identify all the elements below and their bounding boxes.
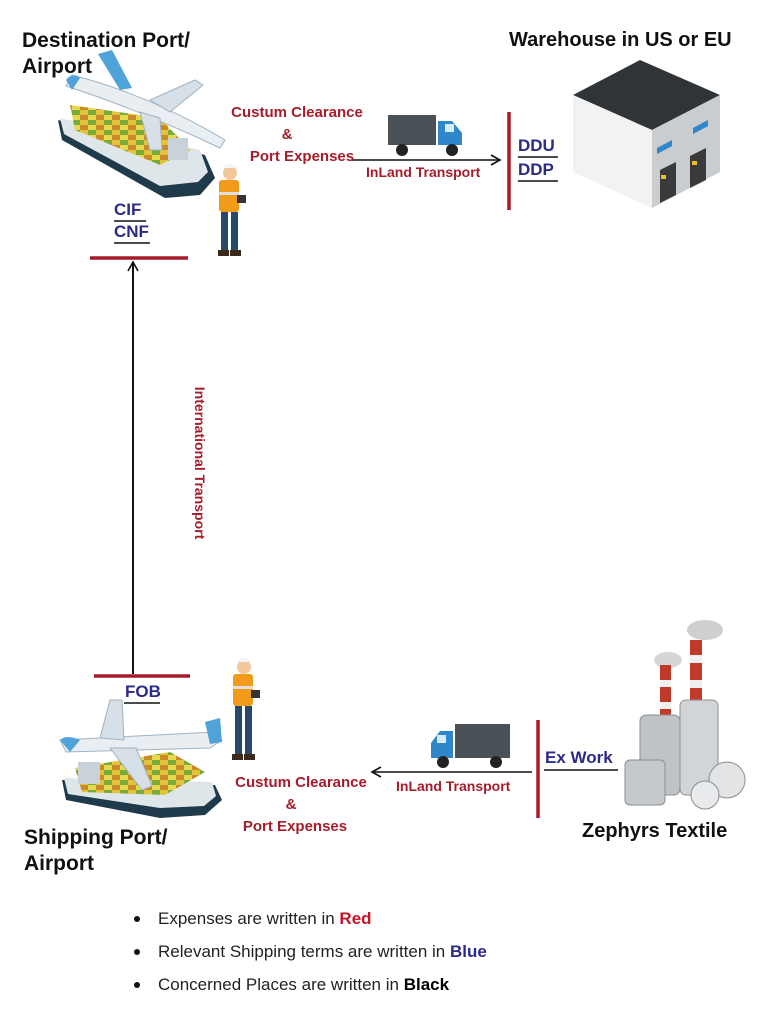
cnf-term: CNF [114,222,149,241]
truck-icon [431,724,510,768]
airplane-icon [59,699,223,791]
warehouse-label: Warehouse in US or EU [509,29,732,51]
legend-item-expenses: Expenses are written in Red [132,902,487,935]
factory-icon [624,620,746,810]
legend-item-terms: Relevant Shipping terms are written in B… [132,935,487,968]
ddu-term: DDU [518,136,555,155]
bottom-expenses-label: Custum Clearance & Port Expenses [235,774,367,835]
cif-term: CIF [114,200,142,219]
destination-port-label: Destination Port/ Airport [22,29,191,78]
shipping-port-label: Shipping Port/ Airport [24,826,168,875]
factory-label: Zephyrs Textile [582,820,728,842]
inland-transport-bottom-label: InLand Transport [396,778,511,794]
fob-term: FOB [125,682,161,701]
international-transport-label: International Transport [192,386,208,540]
airplane-icon [65,50,226,151]
cargo-ship-icon [58,105,215,198]
worker-icon [218,164,246,256]
top-expenses-label: Custum Clearance & Port Expenses [231,104,363,165]
worker-icon [232,658,260,760]
legend-item-places: Concerned Places are written in Black [132,968,487,1001]
truck-icon [388,115,462,156]
color-legend: Expenses are written in Red Relevant Shi… [132,902,487,1001]
ddp-term: DDP [518,160,554,179]
ex-work-term: Ex Work [545,748,613,767]
warehouse-icon [573,60,720,208]
inland-transport-top-label: InLand Transport [366,164,481,180]
